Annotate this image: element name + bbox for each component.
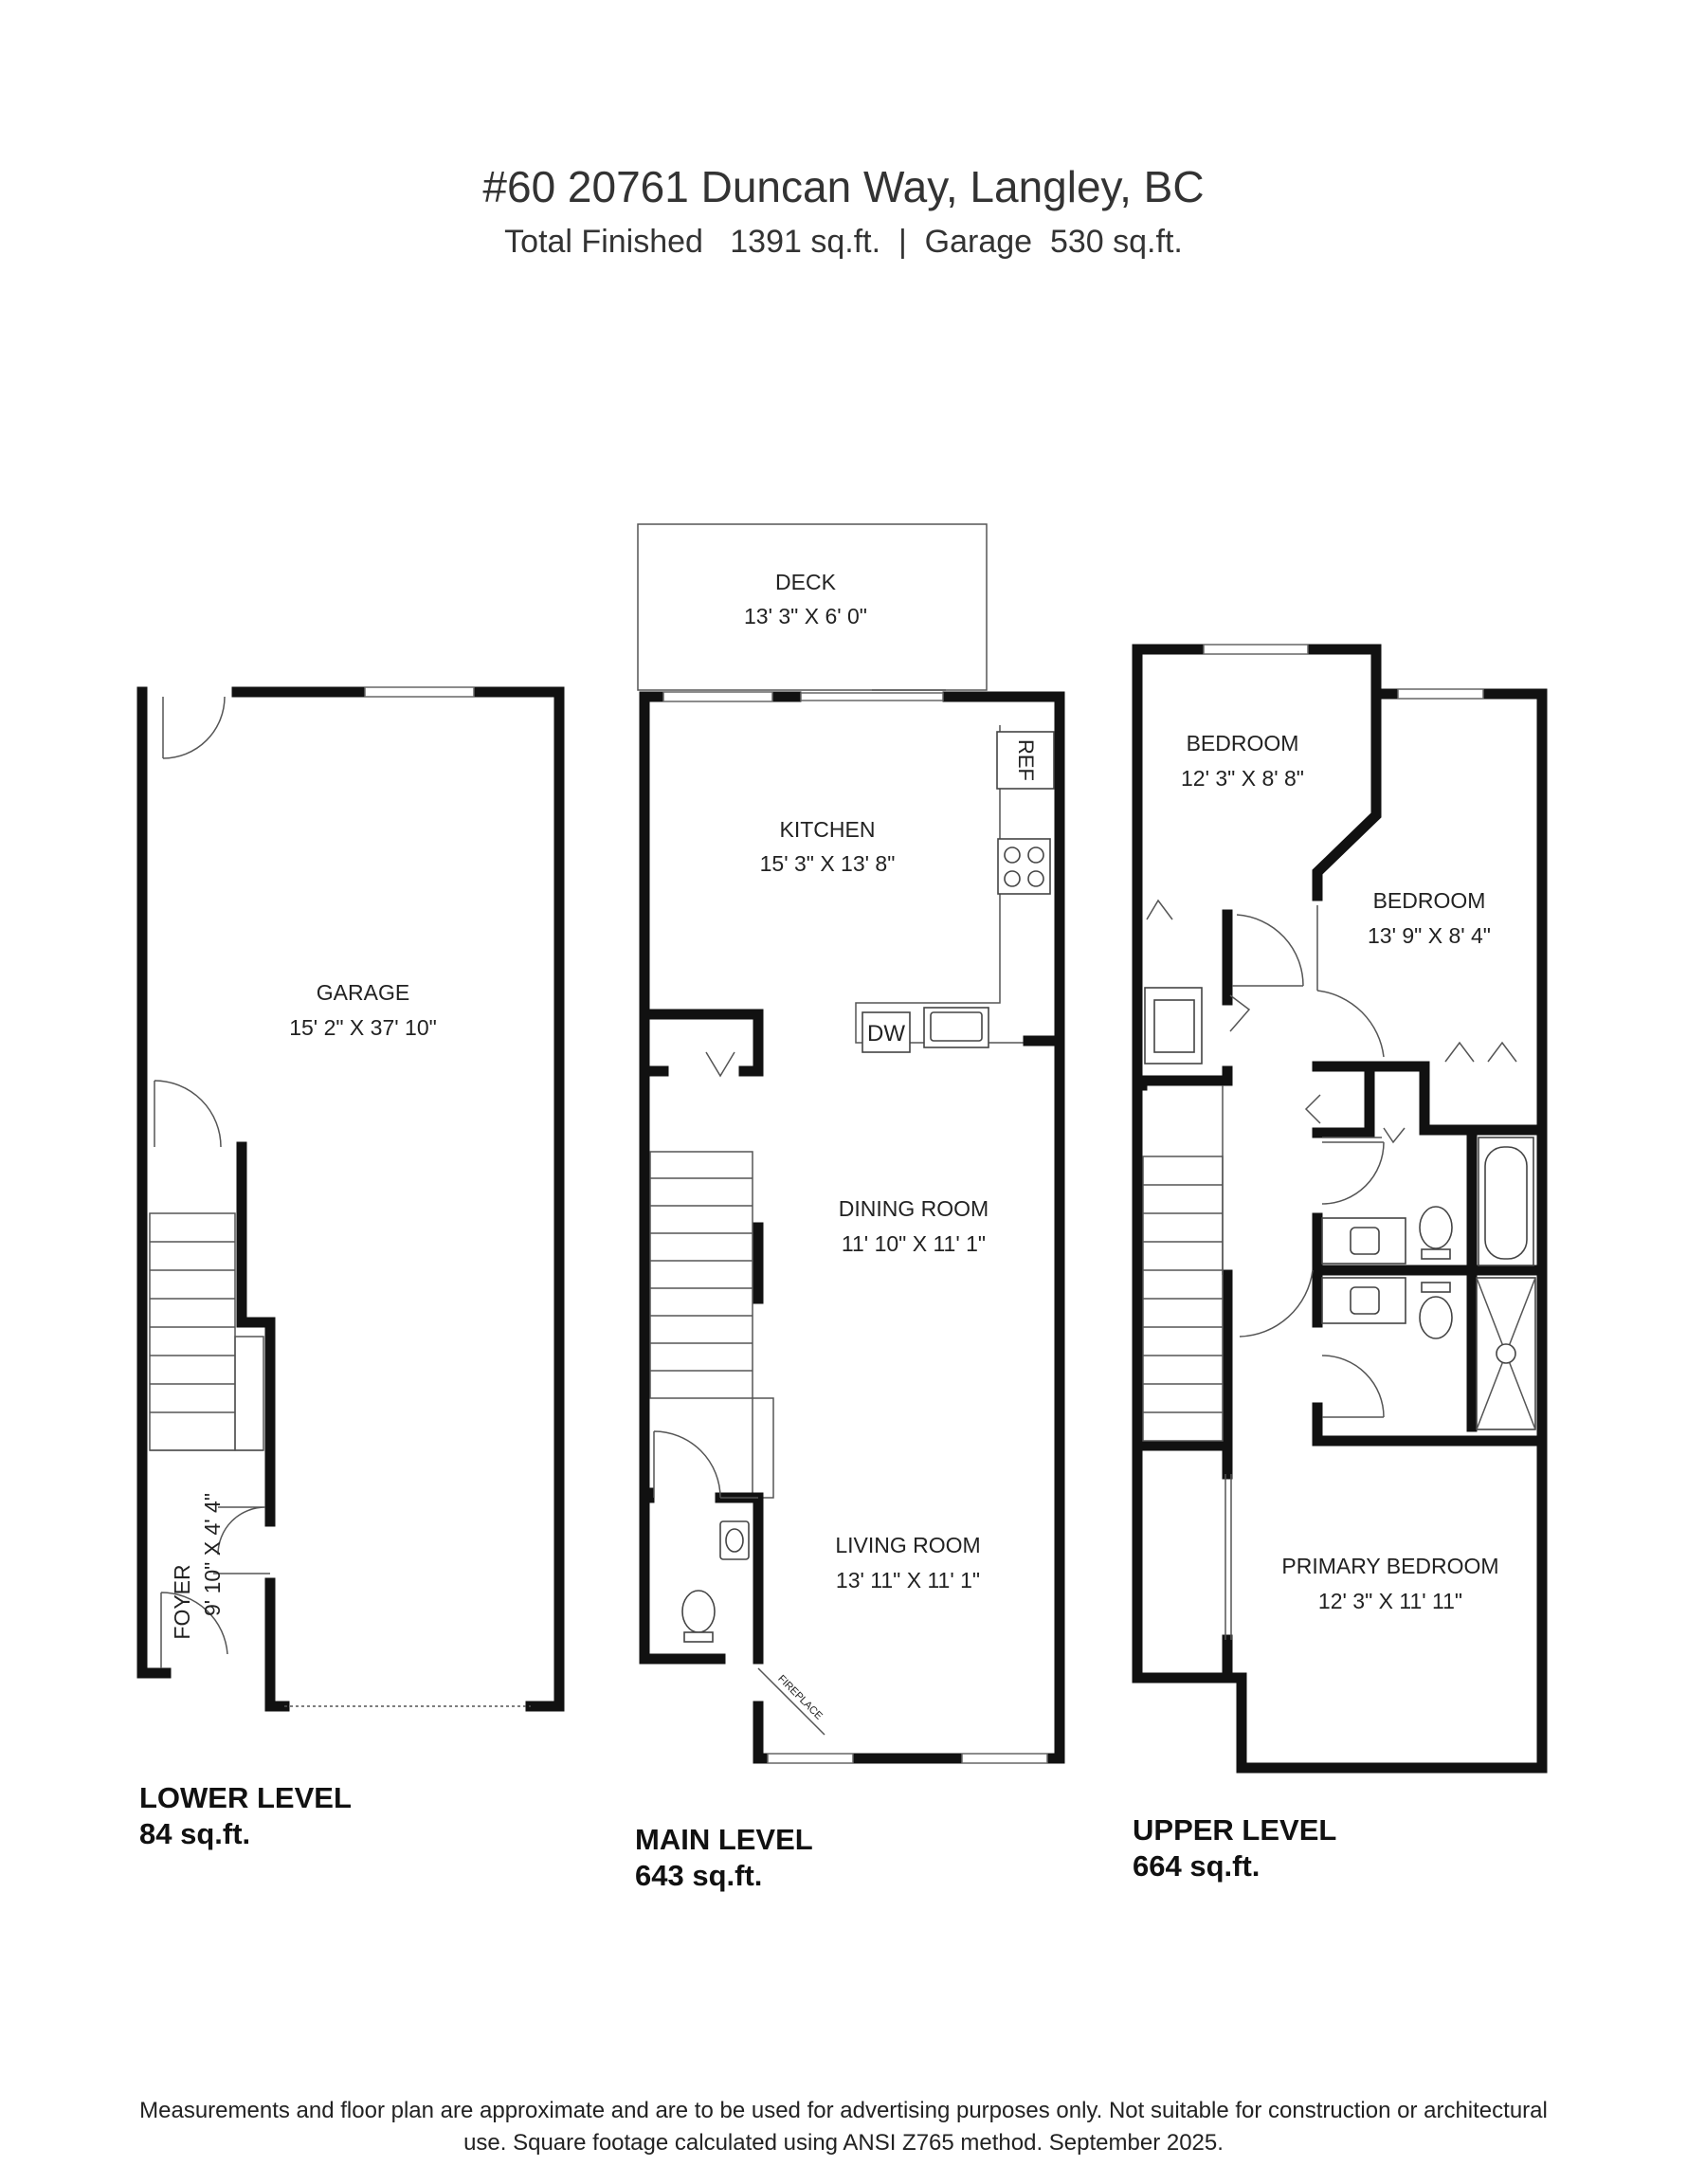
deck-slider: [800, 692, 944, 701]
upper-level-label: UPPER LEVEL 664 sq.ft.: [1133, 1812, 1336, 1884]
bath1-toilet: [1419, 1206, 1453, 1249]
lower-level-plan: FOYER 9' 10" X 4' 4" GARAGE 15' 2" X 37'…: [136, 686, 565, 1712]
dining-dims: 11' 10" X 11' 1": [842, 1231, 986, 1256]
burner-1: [1004, 846, 1021, 864]
deck-label: DECK: [775, 570, 837, 594]
main-closet-wall: [644, 1009, 764, 1077]
stair-door: [154, 1080, 222, 1148]
upper-stairs: [1142, 1156, 1224, 1442]
upper-level-plan: BEDROOM 12' 3" X 8' 8" BEDROOM 13' 9" X …: [1132, 644, 1548, 1774]
primary-label: PRIMARY BEDROOM: [1281, 1554, 1498, 1578]
refrigerator: [996, 731, 1055, 790]
laundry-unit-inner: [1153, 999, 1195, 1053]
burner-4: [1027, 870, 1044, 887]
foyer-dims: 9' 10" X 4' 4": [200, 1493, 225, 1616]
dw-label: DW: [867, 1021, 905, 1046]
living-window-right: [961, 1753, 1048, 1764]
bath1-toilet-tank: [1421, 1248, 1451, 1260]
deck-dims: 13' 3" X 6' 0": [744, 604, 867, 628]
living-window-left: [767, 1753, 854, 1764]
living-dims: 13' 11" X 11' 1": [836, 1568, 980, 1592]
upper-level-area: 664 sq.ft.: [1133, 1849, 1261, 1883]
area-summary: Total Finished 1391 sq.ft. | Garage 530 …: [504, 224, 1183, 260]
bedroom2-angle-wall: [1312, 688, 1382, 901]
bathroom-walls: [1312, 1124, 1544, 1447]
foyer-door: [217, 1506, 266, 1556]
primary-dims: 12' 3" X 11' 11": [1318, 1589, 1462, 1613]
bath2-toilet: [1419, 1296, 1453, 1339]
disclaimer-line-1: Measurements and floor plan are approxim…: [139, 2098, 1548, 2123]
linen-closet-door-arc: [1383, 1127, 1406, 1144]
bedroom1-closet-swing: [1146, 899, 1173, 920]
ensuite-door: [1321, 1355, 1385, 1418]
garage-label: GARAGE: [317, 980, 409, 1005]
kitchen-sink-basin: [930, 1011, 983, 1042]
bedroom2-closet-swing-2: [1487, 1041, 1517, 1063]
bedroom2-closet-swing-1: [1444, 1041, 1475, 1063]
bath2-sink: [1350, 1286, 1380, 1315]
shower-drain: [1496, 1343, 1516, 1364]
upper-level-name: UPPER LEVEL: [1133, 1813, 1337, 1847]
bathtub-inner: [1484, 1146, 1528, 1260]
lower-level-area: 84 sq.ft.: [139, 1817, 251, 1850]
living-label: LIVING ROOM: [835, 1533, 980, 1557]
lower-level-name: LOWER LEVEL: [139, 1781, 352, 1814]
lower-level-label: LOWER LEVEL 84 sq.ft.: [139, 1780, 352, 1852]
deck-outline: [637, 523, 988, 691]
laundry-door-swing: [1229, 994, 1251, 1032]
dishwasher: [862, 1011, 911, 1053]
bedroom2-door: [1316, 905, 1385, 1058]
bedroom1-closet-wall: [1136, 909, 1233, 1086]
lower-stairs: [149, 1212, 264, 1451]
powder-sink-bowl: [725, 1528, 744, 1553]
main-level-plan: DECK 13' 3" X 6' 0" FIREPLACE: [637, 523, 1065, 1764]
bath2-toilet-tank: [1421, 1282, 1451, 1293]
main-level-area: 643 sq.ft.: [635, 1859, 763, 1892]
bedroom1-window: [1203, 644, 1309, 655]
closet-door-swing: [705, 1051, 735, 1078]
bedroom2-closet-wall: [1312, 1061, 1544, 1136]
ref-label: REF: [1014, 739, 1038, 781]
garage-window: [364, 686, 475, 698]
disclaimer-line-2: use. Square footage calculated using ANS…: [463, 2130, 1224, 2156]
garage-entry-door: [162, 696, 226, 759]
burner-3: [1004, 870, 1021, 887]
bedroom2-dims: 13' 9" X 8' 4": [1368, 923, 1491, 948]
powder-door: [653, 1430, 721, 1499]
upper-stair-wall: [1136, 1080, 1233, 1684]
stair-wall: [236, 1141, 276, 1679]
bath1-sink: [1350, 1227, 1380, 1255]
fireplace: [757, 1667, 825, 1736]
kitchen-counter: [855, 725, 1054, 1044]
fireplace-label: FIREPLACE: [775, 1673, 825, 1722]
kitchen-label: KITCHEN: [780, 817, 876, 842]
upper-outer-wall: [1132, 644, 1548, 1774]
stove: [997, 838, 1051, 895]
dining-label: DINING ROOM: [839, 1196, 989, 1221]
bedroom2-label: BEDROOM: [1373, 888, 1486, 913]
bedroom1-label: BEDROOM: [1187, 731, 1299, 755]
main-level-label: MAIN LEVEL 643 sq.ft.: [635, 1822, 813, 1894]
burner-2: [1027, 846, 1044, 864]
bedroom1-door: [1232, 914, 1304, 987]
bedroom2-window: [1397, 688, 1484, 700]
powder-toilet-tank: [683, 1631, 714, 1643]
main-level-name: MAIN LEVEL: [635, 1823, 813, 1856]
powder-toilet: [681, 1590, 716, 1633]
garage-dims: 15' 2" X 37' 10": [289, 1015, 437, 1040]
page-title: #60 20761 Duncan Way, Langley, BC: [482, 162, 1205, 211]
kitchen-dims: 15' 3" X 13' 8": [760, 851, 896, 876]
hall-door-arc: [1239, 1269, 1314, 1338]
linen-closet-swing: [1304, 1094, 1321, 1124]
main-stairs: [649, 1151, 774, 1499]
bath1-door: [1321, 1141, 1385, 1205]
bedroom1-dims: 12' 3" X 8' 8": [1181, 766, 1304, 791]
disclaimer: Measurements and floor plan are approxim…: [57, 2095, 1630, 2159]
kitchen-window: [662, 691, 773, 702]
foyer-label: FOYER: [170, 1564, 194, 1639]
exterior-door: [160, 1592, 228, 1668]
